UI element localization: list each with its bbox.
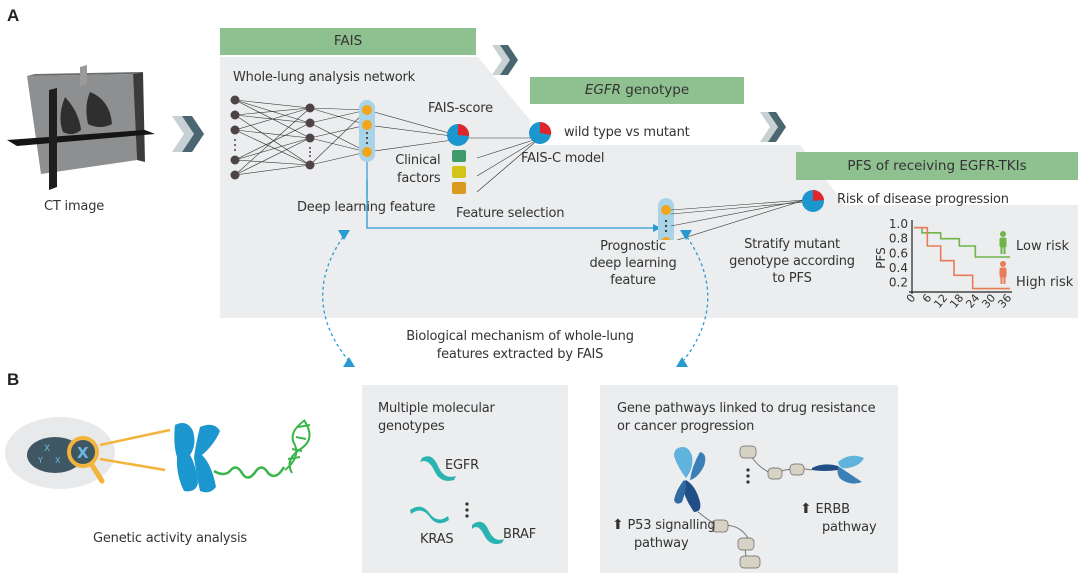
feature-selection-arrow — [366, 180, 806, 240]
up-arrow-icon: ⬆ — [800, 501, 812, 517]
genetic-activity-illustration: X X Y X — [5, 417, 311, 493]
clinical-factors-line2: factors — [397, 171, 441, 186]
dna-helix-icon — [284, 419, 311, 474]
chevron-right-icon — [172, 116, 204, 152]
genetic-activity-label: Genetic activity analysis — [93, 531, 247, 546]
y-tick-label: 0.2 — [889, 276, 908, 290]
egfr-header-rest: genotype — [621, 82, 690, 98]
mechanism-label: Biological mechanism of whole-lung featu… — [370, 328, 670, 364]
gene-label-egfr: EGFR — [445, 458, 479, 473]
p53-line2: pathway — [634, 536, 689, 551]
chart-ylabel: PFS — [874, 247, 888, 269]
magnifier-handle — [89, 462, 105, 484]
svg-text:Y: Y — [37, 456, 43, 465]
fais-header: FAIS — [220, 28, 476, 55]
erbb-pathway-label: ⬆ERBB pathway — [800, 500, 877, 537]
pathways-box-title: Gene pathways linked to drug resistance … — [617, 400, 876, 436]
feature-selection-label: Feature selection — [456, 206, 565, 221]
magnifier-icon — [67, 436, 99, 468]
dna-strand — [213, 466, 286, 479]
pathways-title-line1: Gene pathways linked to drug resistance — [617, 401, 876, 416]
egfr-header-italic: EGFR — [584, 82, 621, 98]
prognostic-line1: Prognostic — [600, 239, 666, 254]
wild-vs-mutant-label: wild type vs mutant — [564, 125, 690, 140]
dna-icon-braf — [472, 521, 504, 544]
gene-label-braf: BRAF — [503, 527, 536, 542]
y-tick-label: 0.8 — [889, 232, 908, 246]
chromosome-erbb-icon — [812, 455, 864, 484]
fais-score-label: FAIS-score — [428, 101, 493, 116]
stratify-line2: genotype according — [729, 254, 855, 269]
x-tick-label: 0 — [904, 292, 918, 306]
nucleosome-icon — [739, 445, 805, 480]
mechanism-line1: Biological mechanism of whole-lung — [406, 329, 634, 344]
p53-pathway-label: ⬆P53 signalling pathway — [612, 516, 716, 553]
legend-high-risk: High risk — [1016, 275, 1074, 290]
prognostic-label: Prognostic deep learning feature — [583, 238, 683, 289]
prognostic-line2: deep learning — [589, 256, 677, 271]
ct-image — [7, 65, 155, 190]
risk-pie — [802, 189, 824, 212]
series-line-high-risk — [914, 226, 1010, 290]
high-risk-person-icon — [999, 261, 1007, 284]
fais-c-model-label: FAIS-C model — [521, 151, 605, 166]
pfs-header: PFS of receiving EGFR-TKIs — [796, 152, 1078, 180]
nucleosome-icon — [711, 519, 761, 569]
up-arrow-icon: ⬆ — [612, 517, 624, 533]
stratify-label: Stratify mutant genotype according to PF… — [727, 236, 857, 287]
clinical-factors-line1: Clinical — [395, 153, 441, 168]
pathways-title-line2: or cancer progression — [617, 419, 755, 434]
y-tick-label: 0.6 — [889, 246, 908, 260]
chevron-right-icon — [492, 45, 518, 75]
svg-text:X: X — [77, 444, 89, 462]
clinical-factors-label: Clinical factors — [395, 152, 440, 188]
erbb-line1: ERBB — [815, 502, 850, 517]
prognostic-line3: feature — [610, 273, 656, 288]
legend-low-risk: Low risk — [1016, 239, 1069, 254]
panel-label-b: B — [7, 370, 20, 389]
p53-line1: P53 signalling — [627, 518, 716, 533]
deep-learning-feature-label: Deep learning feature — [297, 200, 436, 215]
panel-a-gray-area — [220, 57, 1078, 318]
fais-c-model-pie — [529, 121, 552, 144]
neural-network-diagram — [230, 95, 541, 198]
mechanism-line2: features extracted by FAIS — [436, 347, 604, 362]
dna-icon-kras — [410, 506, 449, 524]
molecular-title-line2: genotypes — [378, 419, 445, 434]
svg-text:X: X — [55, 456, 61, 465]
panel-label-a: A — [7, 6, 20, 25]
risk-label: Risk of disease progression — [837, 192, 1009, 207]
series-line-low-risk — [914, 226, 1010, 258]
chevron-right-icon — [760, 112, 786, 142]
molecular-genotypes-box — [362, 385, 568, 573]
gene-label-kras: KRAS — [420, 532, 454, 547]
svg-text:X: X — [44, 444, 50, 454]
x-tick-label: 36 — [995, 292, 1014, 311]
molecular-box-title: Multiple molecular genotypes — [378, 400, 495, 436]
y-tick-label: 1.0 — [889, 217, 908, 231]
network-title: Whole-lung analysis network — [233, 70, 415, 85]
low-risk-person-icon — [999, 231, 1007, 254]
dna-icon-egfr — [420, 456, 456, 481]
chromosome-p53-icon — [674, 447, 706, 512]
y-tick-label: 0.4 — [889, 261, 908, 275]
erbb-line2: pathway — [822, 520, 877, 535]
gene-dna-icons — [410, 456, 504, 544]
chromosome-icon — [174, 423, 220, 493]
pathway-illustration — [674, 445, 864, 569]
egfr-genotype-header: EGFR genotype — [530, 77, 744, 104]
stratify-line3: to PFS — [772, 271, 812, 286]
stratify-line1: Stratify mutant — [744, 237, 840, 252]
molecular-title-line1: Multiple molecular — [378, 401, 495, 416]
ct-image-label: CT image — [44, 199, 105, 214]
